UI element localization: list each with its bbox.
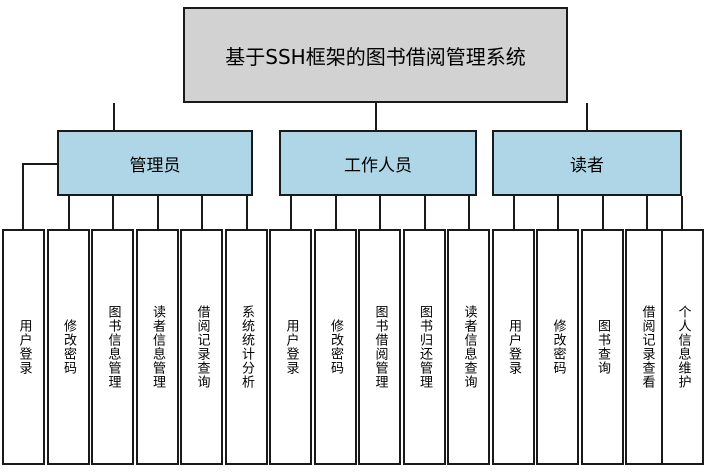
leaf-node-staff-book-borrow-management[interactable]: 图书借阅管理 <box>358 229 401 465</box>
leaf-node-staff-user-login[interactable]: 用户登录 <box>269 229 312 465</box>
leaf-node-reader-change-password[interactable]: 修改密码 <box>536 229 579 465</box>
connector-staff-to-leaf-1 <box>290 196 292 229</box>
leaf-node-label: 修改密码 <box>550 319 566 375</box>
leaf-node-reader-user-login[interactable]: 用户登录 <box>491 229 535 465</box>
role-node-label: 管理员 <box>129 155 181 176</box>
leaf-node-admin-borrow-record-query[interactable]: 借阅记录查询 <box>180 229 223 465</box>
leaf-node-admin-change-password[interactable]: 修改密码 <box>46 229 90 465</box>
leaf-node-label: 图书查询 <box>594 319 610 375</box>
role-node-staff[interactable]: 工作人员 <box>279 130 477 196</box>
connector-admin-to-leaf-6 <box>246 196 248 229</box>
connector-admin-to-leaf-2 <box>68 196 70 229</box>
leaf-node-label: 个人信息维护 <box>675 305 691 389</box>
leaf-node-label: 用户登录 <box>505 319 521 375</box>
leaf-node-label: 修改密码 <box>60 319 76 375</box>
leaf-node-label: 修改密码 <box>327 319 343 375</box>
leaf-node-label: 读者信息查询 <box>461 305 477 389</box>
leaf-node-label: 图书借阅管理 <box>372 305 388 389</box>
root-node-system-title[interactable]: 基于SSH框架的图书借阅管理系统 <box>183 7 568 103</box>
leaf-node-admin-book-info-management[interactable]: 图书信息管理 <box>91 229 134 465</box>
connector-reader-to-leaf-3 <box>602 196 604 229</box>
connector-admin-elbow-horizontal <box>22 163 59 165</box>
connector-staff-to-leaf-5 <box>468 196 470 229</box>
leaf-node-label: 用户登录 <box>283 319 299 375</box>
leaf-node-label: 借阅记录查看 <box>639 305 655 389</box>
leaf-node-reader-personal-info-maintenance[interactable]: 个人信息维护 <box>661 229 704 465</box>
connector-admin-to-leaf-3 <box>112 196 114 229</box>
connector-staff-to-leaf-2 <box>335 196 337 229</box>
connector-reader-to-leaf-2 <box>557 196 559 229</box>
leaf-node-reader-book-query[interactable]: 图书查询 <box>580 229 624 465</box>
leaf-node-label: 系统统计分析 <box>238 305 254 389</box>
connector-root-to-staff <box>375 103 377 131</box>
connector-admin-to-leaf-4 <box>157 196 159 229</box>
leaf-node-staff-change-password[interactable]: 修改密码 <box>313 229 357 465</box>
role-node-reader[interactable]: 读者 <box>492 130 682 196</box>
role-node-label: 工作人员 <box>344 155 412 176</box>
root-node-label: 基于SSH框架的图书借阅管理系统 <box>225 44 526 69</box>
leaf-node-reader-borrow-record-view[interactable]: 借阅记录查看 <box>625 229 668 465</box>
leaf-node-label: 图书信息管理 <box>105 305 121 389</box>
connector-reader-to-leaf-1 <box>513 196 515 229</box>
leaf-node-admin-user-login[interactable]: 用户登录 <box>2 229 45 465</box>
leaf-node-label: 图书归还管理 <box>416 305 432 389</box>
leaf-node-admin-system-statistics-analysis[interactable]: 系统统计分析 <box>224 229 268 465</box>
connector-admin-to-leaf-5 <box>201 196 203 229</box>
connector-root-to-reader <box>586 103 588 131</box>
connector-admin-elbow-vertical <box>22 163 24 229</box>
leaf-node-label: 用户登录 <box>16 319 32 375</box>
role-node-administrator[interactable]: 管理员 <box>57 130 253 196</box>
leaf-node-label: 读者信息管理 <box>149 305 165 389</box>
leaf-node-staff-reader-info-query[interactable]: 读者信息查询 <box>447 229 490 465</box>
connector-staff-to-leaf-4 <box>424 196 426 229</box>
leaf-node-admin-reader-info-management[interactable]: 读者信息管理 <box>135 229 179 465</box>
leaf-node-staff-book-return-management[interactable]: 图书归还管理 <box>402 229 446 465</box>
leaf-node-label: 借阅记录查询 <box>194 305 210 389</box>
role-node-label: 读者 <box>570 155 604 176</box>
connector-root-to-admin <box>113 103 115 131</box>
connector-reader-to-leaf-4 <box>646 196 648 229</box>
connector-reader-to-leaf-5 <box>681 196 683 229</box>
connector-staff-to-leaf-3 <box>379 196 381 229</box>
